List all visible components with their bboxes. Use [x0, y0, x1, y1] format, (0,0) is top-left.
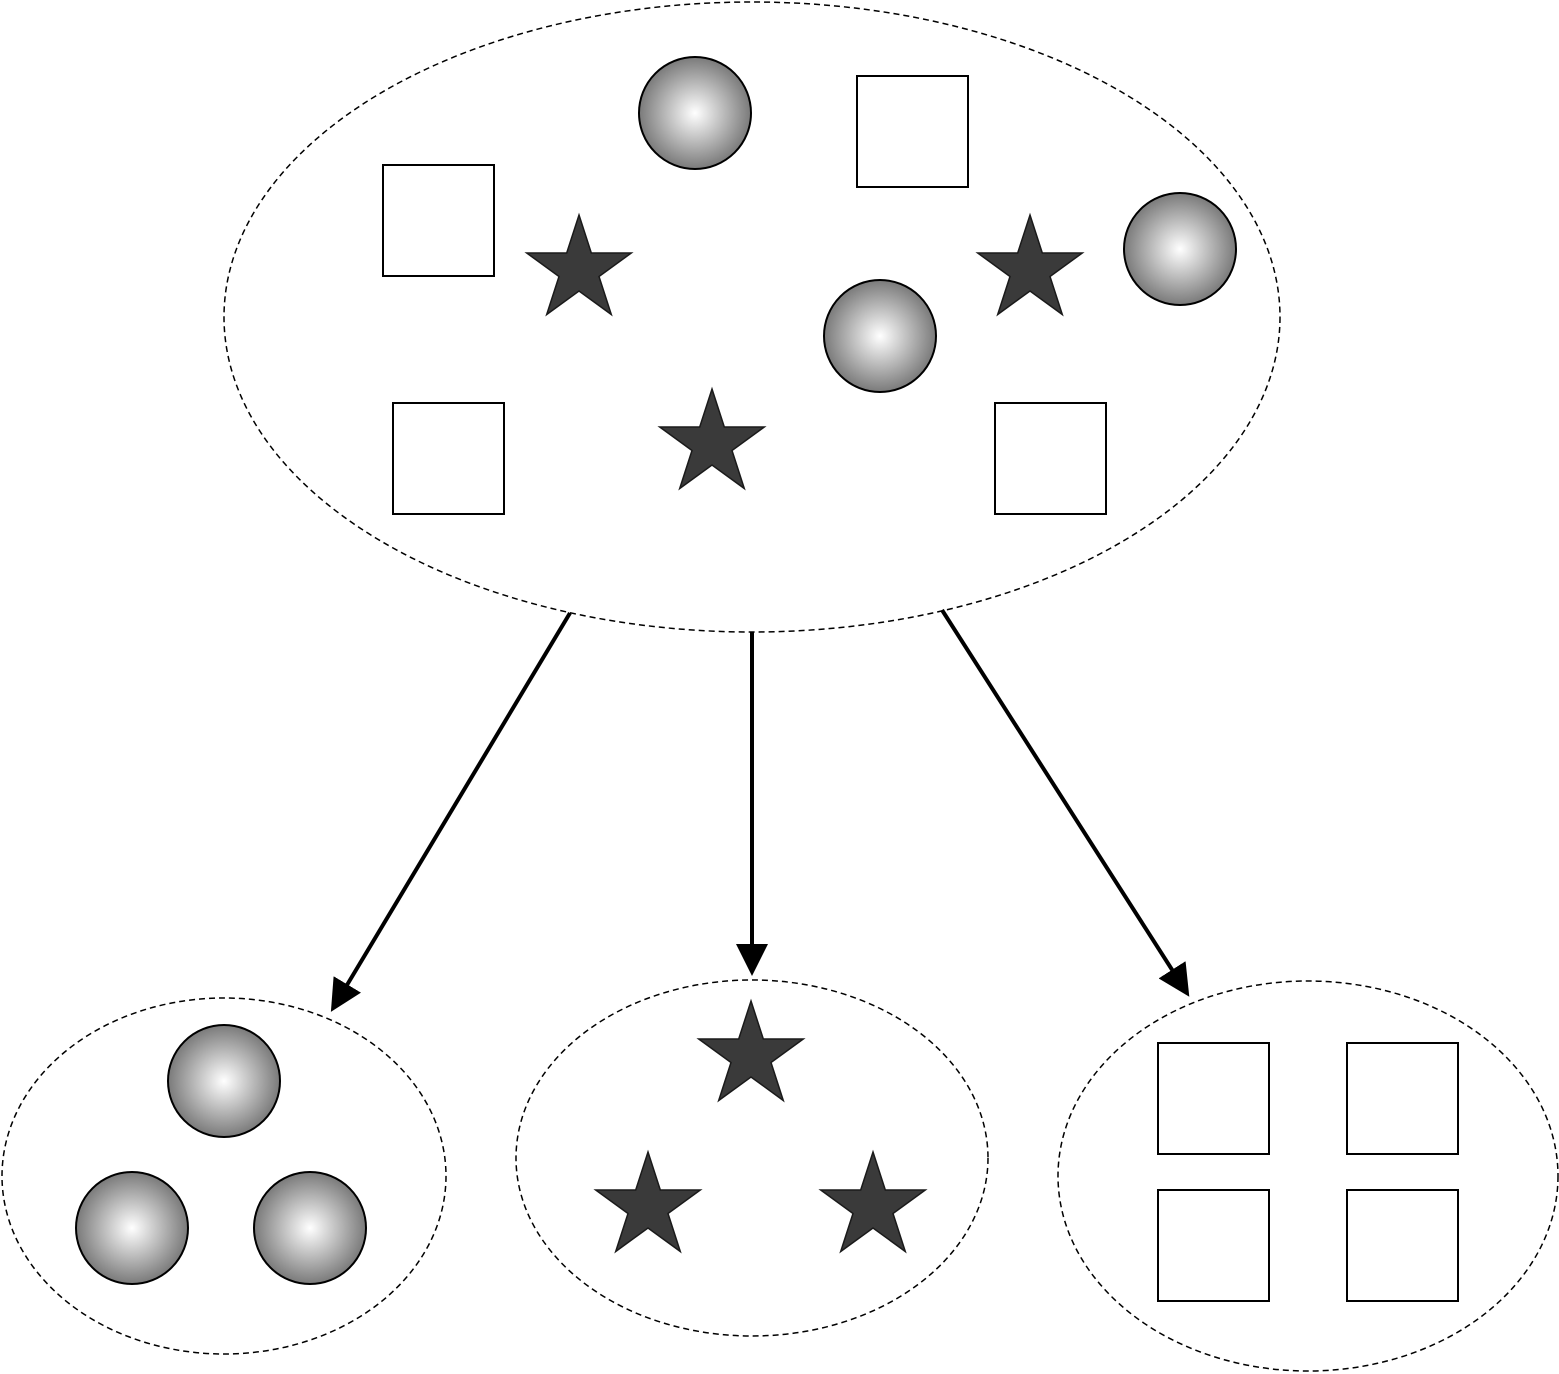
arrows-group — [330, 608, 1190, 1012]
circle-set-boundary — [1, 997, 447, 1355]
arrow-to-square-set — [940, 608, 1190, 997]
star-shape — [524, 212, 634, 317]
square-shape — [856, 75, 969, 188]
mixed-set-group — [223, 1, 1281, 633]
square-shape — [392, 402, 505, 515]
star-shape — [818, 1149, 928, 1254]
square-shape — [1157, 1189, 1270, 1302]
mixed-set-boundary — [223, 1, 1281, 633]
circle-set-group — [1, 997, 447, 1355]
star-shape — [657, 386, 767, 491]
square-set-boundary — [1057, 980, 1559, 1372]
square-shape — [1157, 1042, 1270, 1155]
circle-shape — [1123, 192, 1237, 306]
square-set-group — [1057, 980, 1559, 1372]
square-shape — [1346, 1042, 1459, 1155]
star-shape — [975, 212, 1085, 317]
arrow-to-circle-set — [330, 611, 572, 1012]
circle-shape — [75, 1171, 189, 1285]
star-shape — [696, 998, 806, 1103]
square-shape — [994, 402, 1107, 515]
circle-shape — [823, 279, 937, 393]
star-shape — [593, 1149, 703, 1254]
star-set-group — [515, 979, 989, 1337]
circle-shape — [253, 1171, 367, 1285]
circle-shape — [167, 1024, 281, 1138]
star-set-boundary — [515, 979, 989, 1337]
circle-shape — [638, 56, 752, 170]
square-shape — [1346, 1189, 1459, 1302]
square-shape — [382, 164, 495, 277]
